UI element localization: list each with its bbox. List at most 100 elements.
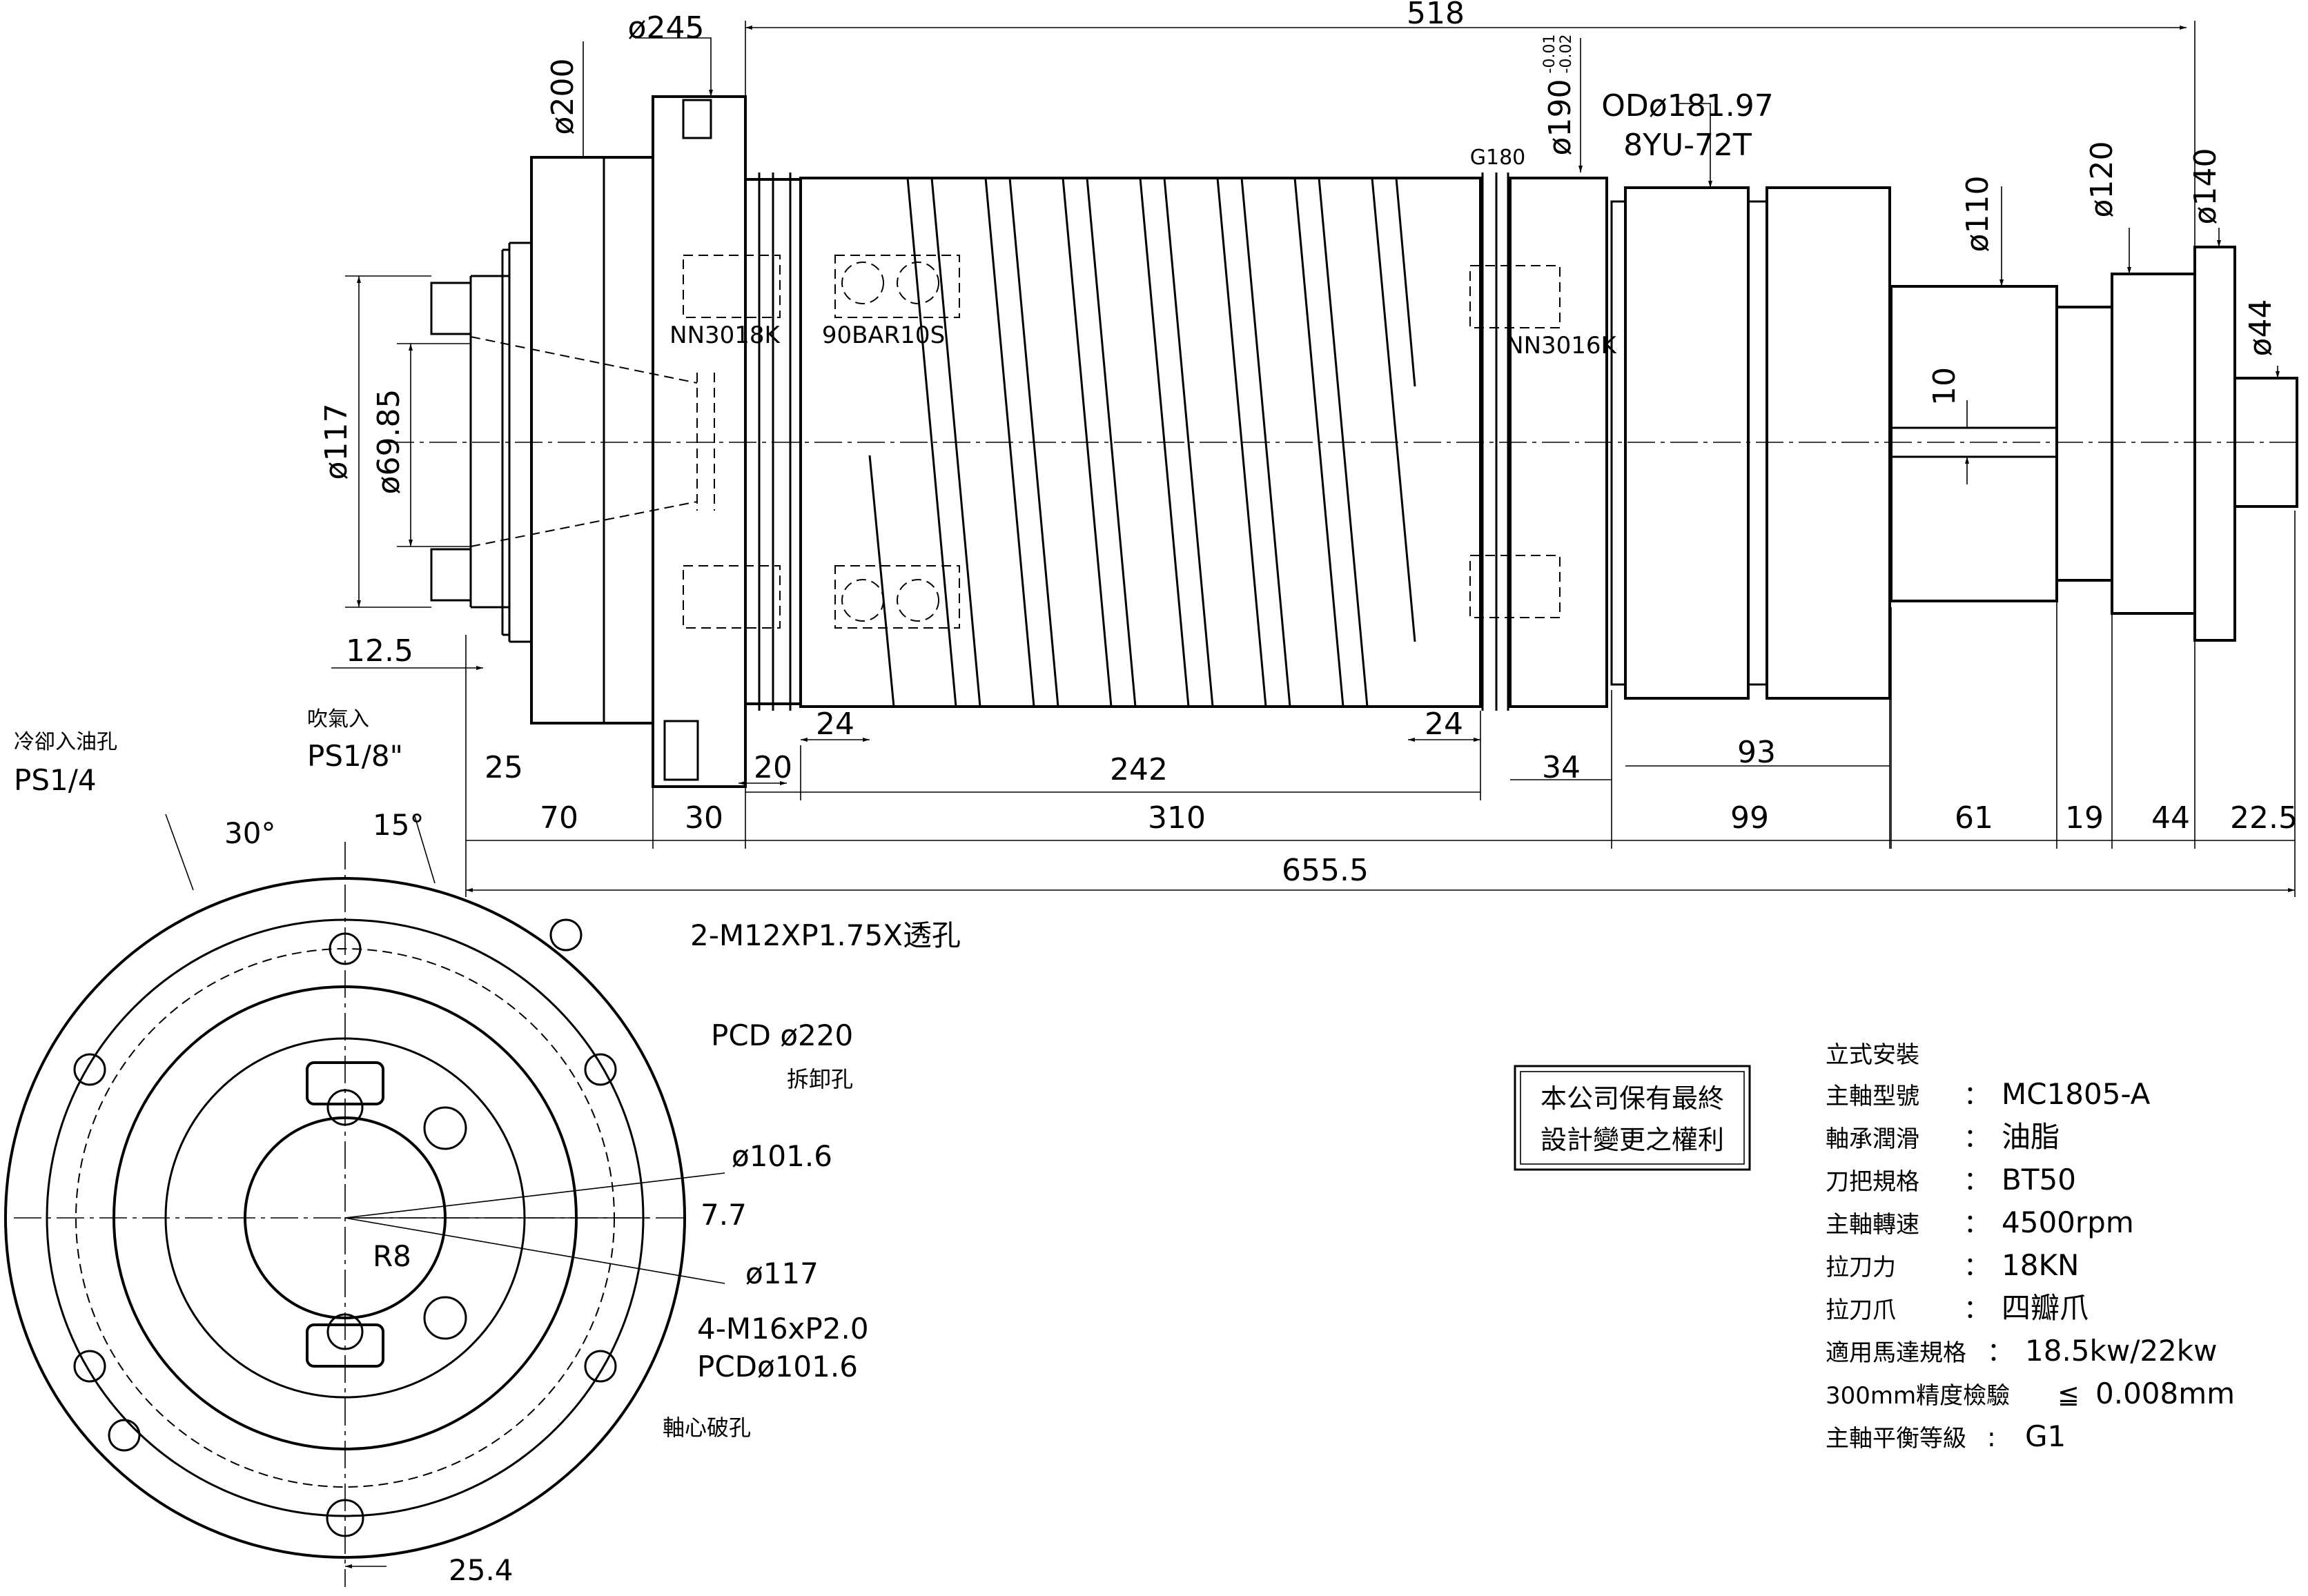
shaft-110 [1890,285,2058,602]
dim-22-5: 22.5 [2230,800,2298,836]
main-flange [652,95,747,788]
spec-separator: ： [1987,1337,2013,1367]
air-label: 吹氣入 [307,707,369,731]
spec-value: 0.008mm [2095,1377,2235,1410]
front-view [4,814,725,1587]
drive-key-top [430,282,472,335]
dim-117-front: ø117 [745,1257,819,1290]
shaft-120 [2111,273,2196,615]
dim-310: 310 [1148,800,1206,836]
spec-value: 4500rpm [2002,1205,2134,1239]
spec-value: 18.5kw/22kw [2025,1334,2217,1368]
dim-belt: 8YU-72T [1623,128,1752,163]
flange-holes [73,918,617,1537]
dim-190-tol-upper: -0.01 [1541,35,1558,74]
coolant-label: 冷卻入油孔 [14,730,117,754]
r8-label: R8 [373,1239,411,1273]
dim-19: 19 [2065,800,2104,836]
dim-245: ø245 [628,10,705,46]
pcd-101-6-label: PCDø101.6 [697,1350,858,1383]
spec-value: 四瓣爪 [2002,1291,2089,1325]
front-seals [758,173,792,711]
dim-12-5: 12.5 [346,633,413,669]
spec-label: 拉刀力 [1826,1254,1896,1281]
angle-15: 15° [373,808,424,842]
rear-cap [1509,177,1608,708]
nose-flange [530,156,654,725]
dim-242: 242 [1110,752,1168,787]
flange-bore [696,373,715,511]
dim-20: 20 [754,750,792,785]
dim-200: ø200 [545,59,580,135]
dim-od-181: ODø181.97 [1601,88,1773,124]
dim-24-left: 24 [816,707,854,742]
dim-99: 99 [1730,800,1769,836]
notice-line-1: 本公司保有最終 [1541,1083,1724,1114]
spec-label: 拉刀爪 [1826,1297,1896,1324]
spec-label: 主軸平衡等級 [1826,1425,1966,1452]
bearing-front-label: NN3018K [669,322,781,349]
dim-g180: G180 [1470,146,1526,170]
m16-label: 4-M16xP2.0 [697,1312,869,1346]
drive-key-front-bottom [306,1323,384,1368]
dim-34: 34 [1542,750,1581,785]
cooling-grooves [868,177,1416,707]
rear-seals [1481,173,1509,711]
spec-separator: ： [1964,1123,1990,1153]
dim-7-7: 7.7 [701,1198,747,1232]
bearing-mid-label: 90BAR10S [822,322,945,349]
dim-140: ø140 [2188,148,2223,225]
spec-value: MC1805-A [2002,1077,2151,1111]
spec-label: 適用馬達規格 [1826,1339,1966,1367]
side-view [387,95,2298,788]
coolant-thread: PS1/4 [14,763,97,797]
spec-separator: ： [1964,1165,1990,1196]
spec-title: 立式安裝 [1826,1041,1919,1069]
side-dimensions [331,21,2296,897]
air-thread: PS1/8" [307,739,403,773]
shaft-hole-label: 軸心破孔 [663,1415,751,1441]
thread-hole-label: 2-M12XP1.75X透孔 [690,918,961,952]
dim-70: 70 [540,800,578,836]
removal-hole-label: 拆卸孔 [787,1066,853,1092]
dim-10: 10 [1927,367,1962,406]
pulley-left [1624,186,1750,700]
drive-key-bottom [430,548,472,602]
spec-label: 主軸轉速 [1826,1211,1919,1239]
front-leader-lines [344,1172,725,1284]
hidden-bearings [683,255,1561,629]
spec-separator: ： [1964,1208,1990,1239]
angle-30: 30° [224,816,275,850]
dim-44-dia: ø44 [2243,299,2278,357]
dim-25-4: 25.4 [449,1553,514,1587]
spec-separator: : [1987,1422,1996,1452]
dim-101-6: ø101.6 [732,1139,832,1173]
shaft-140 [2193,246,2236,642]
shaft-step [2055,306,2113,582]
spec-separator: ： [1964,1294,1990,1324]
pulley-right [1766,186,1891,700]
nose-seal [501,242,531,643]
spec-separator: ： [1964,1251,1990,1281]
dim-110: ø110 [1960,176,1995,253]
bearing-rear-label: NN3016K [1506,332,1617,359]
dim-117: ø117 [319,404,354,480]
dim-120: ø120 [2084,141,2120,218]
dim-518: 518 [1407,0,1465,31]
spec-value: G1 [2025,1419,2066,1453]
pcd-220-label: PCD ø220 [711,1018,853,1052]
taper-hidden [470,336,698,547]
spec-list: 立式安裝 主軸型號：MC1805-A軸承潤滑：油脂刀把規格：BT50主軸轉速：4… [1826,1041,2235,1453]
spec-value: 油脂 [2002,1120,2060,1154]
spec-label: 300mm精度檢驗 [1826,1382,2010,1410]
spec-label: 刀把規格 [1826,1168,1919,1196]
spec-separator: ： [1964,1080,1990,1110]
nose-taper-body [469,275,509,609]
dim-30: 30 [685,800,723,836]
side-dim-texts: 518 655.5 ø245 ø200 ø190 -0.01 -0.02 G18… [319,0,2298,888]
dim-25: 25 [485,750,523,785]
spec-separator: ≦ [2057,1379,2080,1410]
spec-value: 18KN [2002,1248,2079,1282]
dim-190: ø190 [1543,79,1578,156]
